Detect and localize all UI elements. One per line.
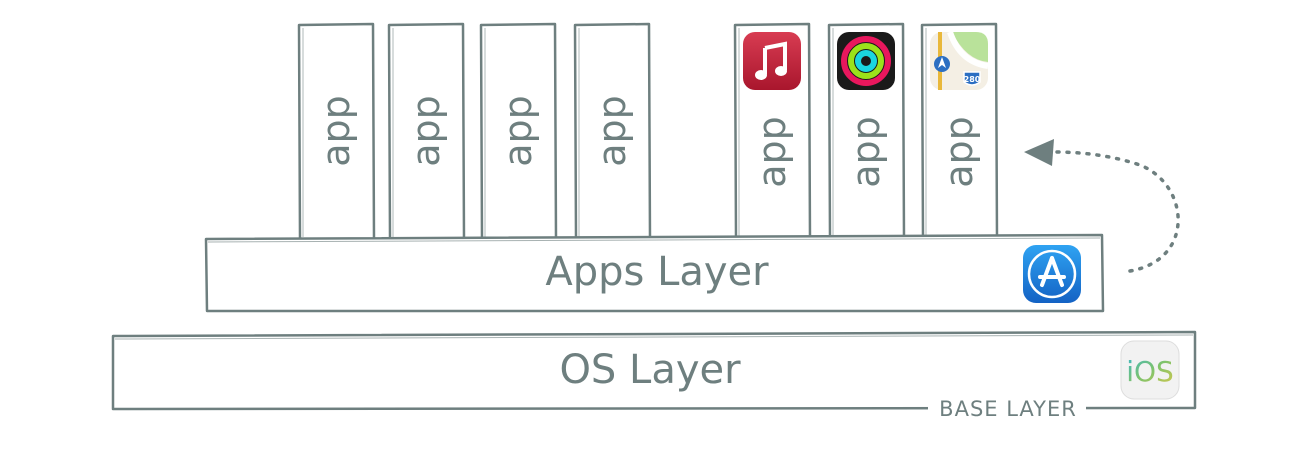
svg-text:iOS: iOS bbox=[1126, 355, 1174, 388]
app-label: app bbox=[314, 95, 358, 167]
app-label: app bbox=[844, 116, 888, 188]
app-book: app bbox=[479, 22, 558, 241]
app-book: app bbox=[387, 22, 466, 241]
ios-icon: iOS bbox=[1120, 340, 1180, 400]
app-store-icon bbox=[1023, 245, 1081, 303]
music-icon bbox=[743, 32, 801, 90]
app-book: app 280 bbox=[920, 22, 999, 241]
app-label: app bbox=[937, 116, 981, 188]
app-book: app bbox=[733, 22, 812, 241]
install-arrow bbox=[1024, 139, 1180, 273]
os-layer-box bbox=[111, 330, 1197, 411]
apps-layer: Apps Layer bbox=[204, 233, 1105, 313]
app-label: app bbox=[496, 95, 540, 167]
activity-icon bbox=[837, 32, 895, 90]
apps-row: app app app app app app app 280 bbox=[297, 22, 999, 241]
app-label: app bbox=[590, 95, 634, 167]
maps-icon: 280 bbox=[930, 30, 989, 90]
app-book: app bbox=[297, 22, 376, 241]
base-layer-label: BASE LAYER bbox=[939, 397, 1077, 421]
app-label: app bbox=[750, 116, 794, 188]
app-label: app bbox=[404, 95, 448, 167]
app-book: app bbox=[573, 22, 652, 241]
svg-text:280: 280 bbox=[964, 75, 981, 84]
arrow-head-icon bbox=[1024, 139, 1054, 166]
app-book: app bbox=[827, 22, 906, 241]
os-layer-label: OS Layer bbox=[559, 347, 741, 393]
os-layer: OS Layer iOS BASE LAYER bbox=[111, 330, 1197, 421]
apps-layer-label: Apps Layer bbox=[545, 249, 769, 295]
apps-layer-box bbox=[204, 233, 1105, 313]
